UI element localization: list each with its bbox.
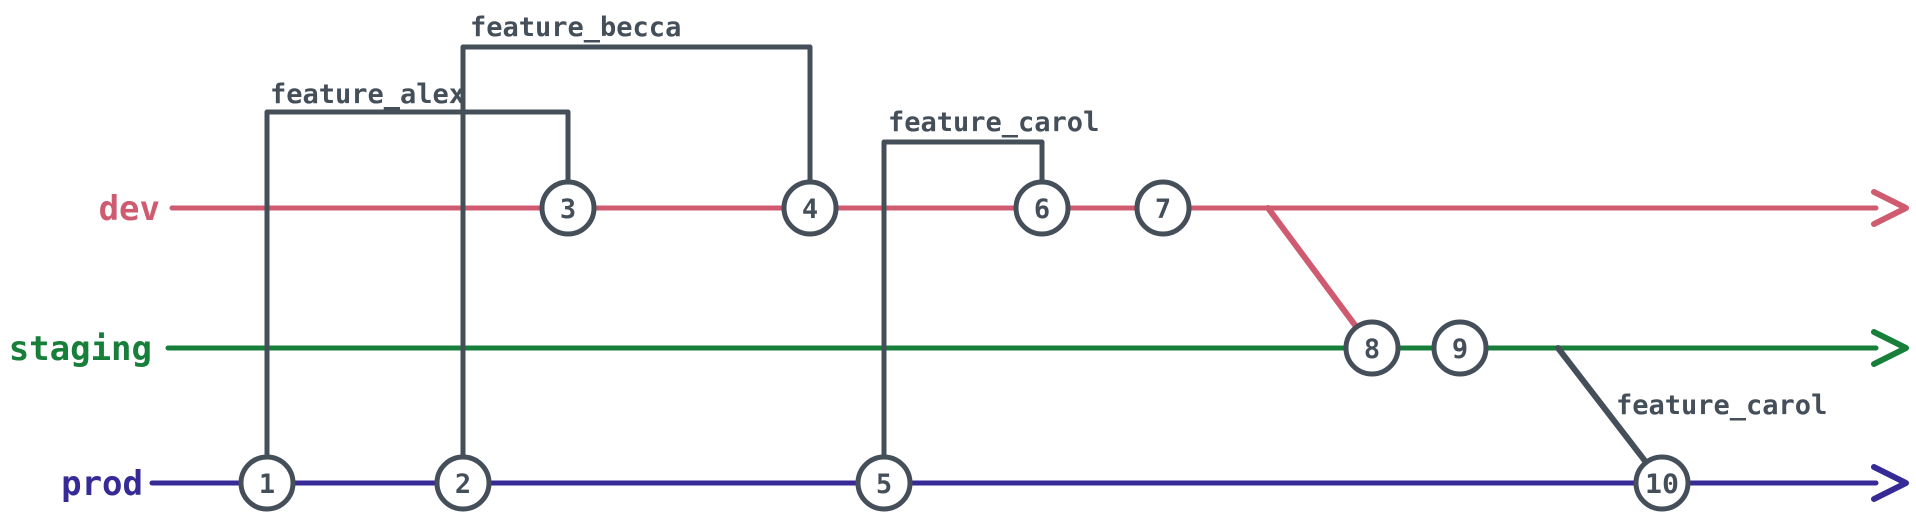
commit-number-7: 7 (1155, 194, 1171, 225)
commit-number-3: 3 (560, 194, 576, 225)
commit-number-1: 1 (259, 469, 275, 500)
commit-number-6: 6 (1034, 194, 1050, 225)
commit-node-6 (1013, 179, 1071, 237)
branch-arrow-icon-staging (1871, 329, 1909, 367)
branch-arrow-icon-prod (1871, 464, 1909, 502)
commit-node-3 (539, 179, 597, 237)
feature-label-feature_carol_branch: feature_carol (888, 107, 1099, 138)
commit-number-4: 4 (802, 194, 818, 225)
feature-label-feature_carol_cut: feature_carol (1616, 390, 1827, 421)
branch-label-staging: staging (9, 329, 152, 369)
commit-node-9 (1431, 319, 1489, 377)
commit-node-4 (781, 179, 839, 237)
branch-arrow-icon-dev (1871, 189, 1909, 227)
commit-node-5 (855, 454, 913, 512)
branch-label-prod: prod (61, 464, 143, 504)
commit-node-10 (1633, 454, 1691, 512)
feature-branch-line-feature_carol_branch (881, 139, 1045, 486)
commit-number-8: 8 (1364, 334, 1380, 365)
feature-branch-line-feature_becca (460, 44, 813, 486)
commit-number-5: 5 (876, 469, 892, 500)
feature-label-feature_becca: feature_becca (470, 12, 681, 43)
commit-node-8 (1343, 319, 1401, 377)
commit-number-9: 9 (1452, 334, 1468, 365)
commit-number-2: 2 (455, 469, 471, 500)
branch-label-dev: dev (99, 189, 160, 229)
feature-branch-line-merge_dev_to_staging (1265, 205, 1375, 351)
commit-node-1 (238, 454, 296, 512)
feature-branch-line-feature_alex (264, 109, 571, 486)
commit-node-7 (1134, 179, 1192, 237)
commit-number-10: 10 (1645, 469, 1679, 500)
commit-node-2 (434, 454, 492, 512)
feature-label-feature_alex: feature_alex (270, 79, 465, 110)
